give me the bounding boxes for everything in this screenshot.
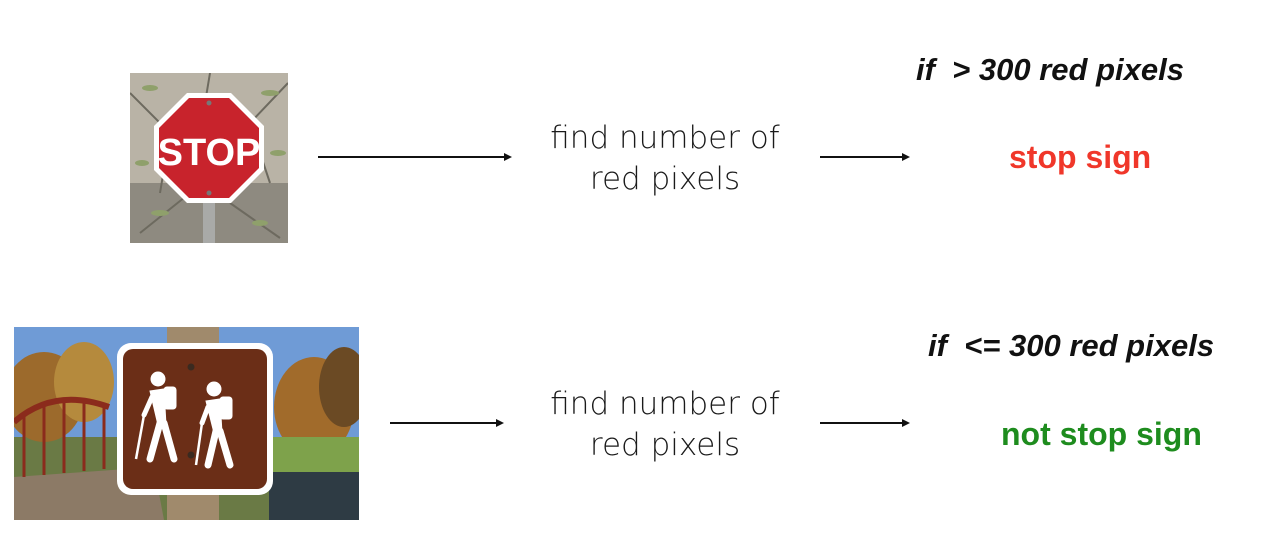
stop-sign-photo: STOP — [130, 73, 288, 243]
arrow-process-to-result-1 — [820, 153, 910, 161]
arrow-image-to-process-1 — [318, 153, 512, 161]
process-line-2: red pixels — [589, 427, 741, 463]
stop-sign-text: STOP — [158, 132, 261, 174]
hiking-sign-photo — [14, 327, 359, 520]
result-label-1: stop sign — [1009, 139, 1152, 175]
process-line-1: find number of — [550, 386, 780, 422]
process-step-2: find number of red pixels — [515, 384, 815, 466]
arrow-process-to-result-2 — [820, 419, 910, 427]
condition-label-2: if <= 300 red pixels — [928, 328, 1215, 363]
arrow-image-to-process-2 — [390, 419, 504, 427]
result-label-2: not stop sign — [1001, 416, 1202, 452]
hiker-icon-2 — [194, 381, 234, 469]
process-line-2: red pixels — [589, 161, 741, 197]
hiker-icon-1 — [134, 371, 178, 463]
condition-label-1: if > 300 red pixels — [916, 52, 1184, 87]
process-step-1: find number of red pixels — [515, 118, 815, 200]
process-line-1: find number of — [550, 120, 780, 156]
